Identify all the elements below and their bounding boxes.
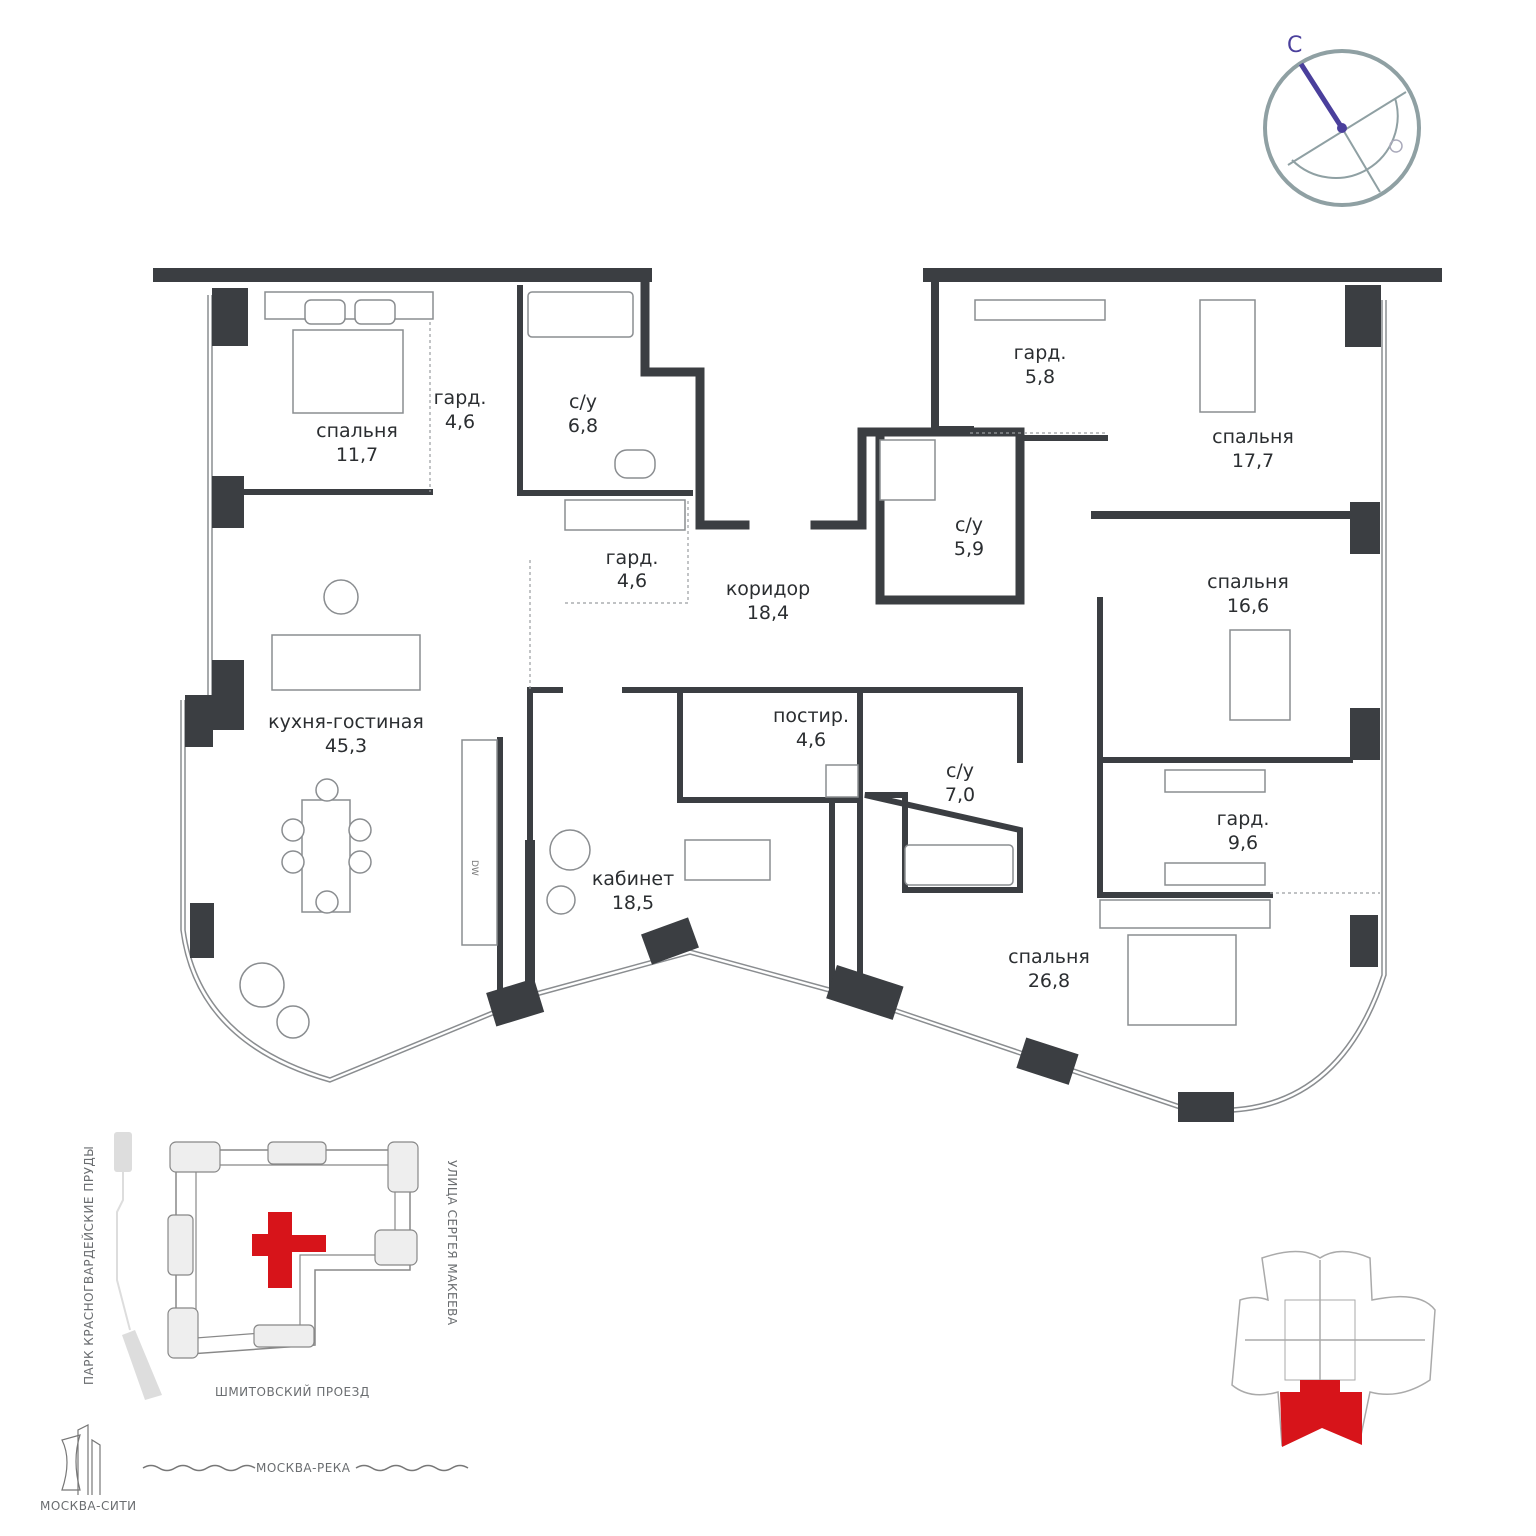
zone-boundaries <box>429 292 1380 894</box>
site-plan: ПАРК КРАСНОГВАРДЕЙСКИЕ ПРУДЫ УЛИЦА СЕРГЕ… <box>40 1132 469 1513</box>
moscow-city-icon <box>61 1424 101 1495</box>
apartment-highlight <box>1280 1380 1362 1447</box>
dishwasher-label: DW <box>469 860 479 876</box>
svg-text:коридор: коридор <box>726 578 810 600</box>
street-right-label: УЛИЦА СЕРГЕЯ МАКЕЕВА <box>445 1160 459 1326</box>
svg-text:16,6: 16,6 <box>1227 595 1269 617</box>
sofa <box>271 634 421 691</box>
bathtub <box>527 291 634 338</box>
svg-text:с/у: с/у <box>569 391 597 413</box>
shower <box>879 439 936 501</box>
svg-text:5,8: 5,8 <box>1025 366 1055 388</box>
building-key-plan <box>1231 1250 1436 1447</box>
svg-text:спальня: спальня <box>1207 571 1289 593</box>
bed <box>292 329 404 414</box>
kitchen-counter <box>461 739 498 946</box>
svg-text:постир.: постир. <box>773 705 849 727</box>
room-laundry: постир.4,6 <box>773 705 849 751</box>
svg-text:4,6: 4,6 <box>796 729 826 751</box>
river-label: МОСКВА-РЕКА <box>256 1461 351 1475</box>
svg-text:9,6: 9,6 <box>1228 832 1258 854</box>
north-needle <box>1298 62 1345 130</box>
svg-text:гард.: гард. <box>1217 808 1270 830</box>
washing-machine <box>825 764 859 798</box>
building-highlight <box>252 1212 326 1288</box>
room-bathroom-2: с/у7,0 <box>945 760 975 806</box>
room-bathroom-3: с/у5,9 <box>954 514 984 560</box>
room-bathroom-1: с/у6,8 <box>568 391 598 437</box>
sun-icon <box>1389 139 1403 153</box>
svg-text:45,3: 45,3 <box>325 735 367 757</box>
svg-text:с/у: с/у <box>955 514 983 536</box>
furniture: DW <box>239 291 1291 1039</box>
room-wardrobe-4: гард.9,6 <box>1217 808 1270 854</box>
svg-text:26,8: 26,8 <box>1028 970 1070 992</box>
room-wardrobe-1: гард.4,6 <box>434 387 487 433</box>
structural-piers <box>185 285 1381 1122</box>
svg-text:11,7: 11,7 <box>336 444 378 466</box>
landmark-label: МОСКВА-СИТИ <box>40 1499 137 1513</box>
svg-text:гард.: гард. <box>1014 342 1067 364</box>
svg-text:6,8: 6,8 <box>568 415 598 437</box>
svg-text:17,7: 17,7 <box>1232 450 1274 472</box>
svg-text:18,4: 18,4 <box>747 602 789 624</box>
walls <box>153 268 1442 993</box>
svg-text:спальня: спальня <box>1212 426 1294 448</box>
svg-text:гард.: гард. <box>606 547 659 569</box>
park-label: ПАРК КРАСНОГВАРДЕЙСКИЕ ПРУДЫ <box>81 1146 96 1385</box>
svg-text:кабинет: кабинет <box>592 868 674 890</box>
svg-text:спальня: спальня <box>316 420 398 442</box>
street-bottom-label: ШМИТОВСКИЙ ПРОЕЗД <box>215 1384 370 1399</box>
svg-text:с/у: с/у <box>946 760 974 782</box>
svg-text:спальня: спальня <box>1008 946 1090 968</box>
room-wardrobe-2: гард.4,6 <box>606 547 659 592</box>
bathtub <box>904 844 1014 886</box>
svg-text:гард.: гард. <box>434 387 487 409</box>
compass: С <box>1263 33 1421 207</box>
svg-text:4,6: 4,6 <box>445 411 475 433</box>
room-wardrobe-3: гард.5,8 <box>1014 342 1067 388</box>
desk <box>684 839 771 881</box>
svg-text:5,9: 5,9 <box>954 538 984 560</box>
svg-text:7,0: 7,0 <box>945 784 975 806</box>
svg-text:18,5: 18,5 <box>612 892 654 914</box>
svg-text:кухня-гостиная: кухня-гостиная <box>268 711 424 733</box>
svg-text:4,6: 4,6 <box>617 570 647 592</box>
bed <box>1127 934 1237 1026</box>
north-label: С <box>1287 33 1302 58</box>
toilet <box>614 449 656 479</box>
